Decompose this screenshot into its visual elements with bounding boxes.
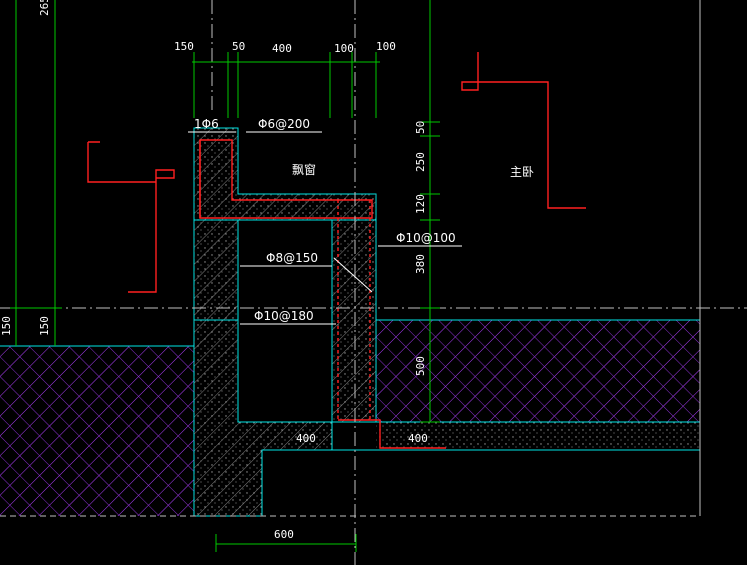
rebar-label-phi10-100: Φ10@100 xyxy=(396,231,456,245)
dim-top-100a: 100 xyxy=(334,42,354,55)
dim-bottom-400-right: 400 xyxy=(408,432,428,445)
dim-right-500: 500 xyxy=(414,356,427,376)
dim-left-265: 265 xyxy=(38,0,51,16)
dim-top-400: 400 xyxy=(272,42,292,55)
dim-right-380: 380 xyxy=(414,254,427,274)
dim-left-150a: 150 xyxy=(0,316,13,336)
dim-top-50: 50 xyxy=(232,40,245,53)
dim-right-50: 50 xyxy=(414,121,427,134)
dimension-lines xyxy=(10,0,440,552)
dim-right-120: 120 xyxy=(414,194,427,214)
room-label-master-bedroom: 主卧 xyxy=(510,165,534,179)
rebar-label-1phi6: 1Φ6 xyxy=(194,117,219,131)
room-label-bay-window: 飘窗 xyxy=(292,163,316,177)
dim-bottom-600: 600 xyxy=(274,528,294,541)
window-void xyxy=(237,219,333,423)
rebar-label-phi6-200: Φ6@200 xyxy=(258,117,310,131)
rebar-label-phi10-180: Φ10@180 xyxy=(254,309,314,323)
dim-bottom-400-left: 400 xyxy=(296,432,316,445)
slab-hatch-right xyxy=(376,320,700,450)
dim-left-150b: 150 xyxy=(38,316,51,336)
dim-right-250: 250 xyxy=(414,152,427,172)
dim-top-100b: 100 xyxy=(376,40,396,53)
soil-hatch-left xyxy=(0,346,194,516)
rebar-label-phi8-150: Φ8@150 xyxy=(266,251,318,265)
leader-lines xyxy=(188,131,462,325)
rebar-lines xyxy=(87,52,586,449)
concrete-section xyxy=(0,127,700,517)
dim-top-150: 150 xyxy=(174,40,194,53)
